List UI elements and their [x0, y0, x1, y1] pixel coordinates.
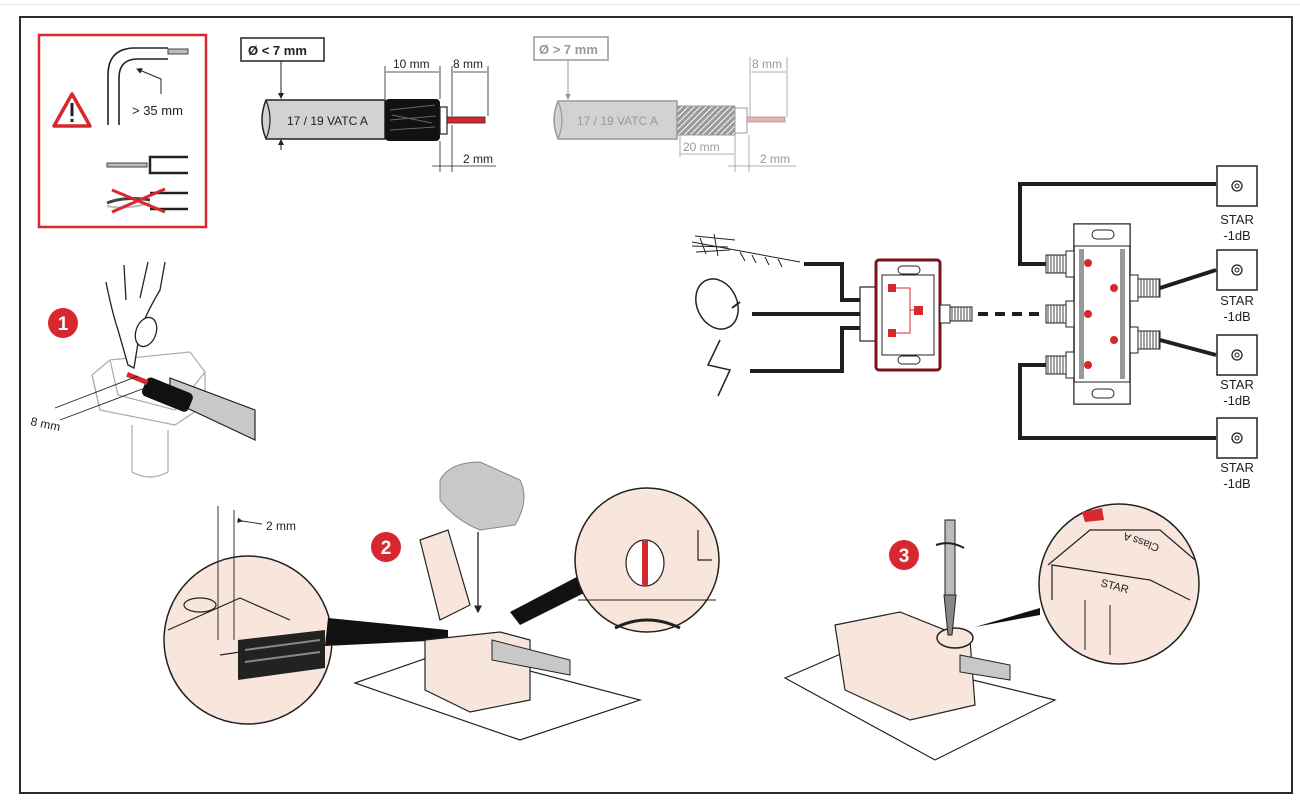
- step-3-badge: [889, 540, 919, 570]
- step-1-badge: [48, 308, 78, 338]
- cable-small-core-length: 8 mm: [453, 57, 483, 71]
- distribution-network: STAR -1dB STAR -1dB STAR -1dB STAR -1dB: [691, 165, 1258, 491]
- cable-large-braid: [676, 105, 736, 136]
- cable-small-core: [446, 116, 486, 124]
- incorrect-connection-icon: [106, 187, 188, 214]
- outlet-4-loss: -1dB: [1223, 476, 1250, 491]
- cable-large-gap-length: 2 mm: [760, 152, 790, 166]
- splitter-device: [1045, 223, 1161, 405]
- cable-large-core-length: 8 mm: [752, 57, 782, 71]
- outlet-body: [91, 351, 206, 478]
- step-2-badge: [371, 532, 401, 562]
- step-2-outlet: [353, 529, 643, 741]
- step-3: 3 STAR Class A: [783, 503, 1200, 761]
- cable-small-label: 17 / 19 VATC A: [287, 114, 368, 128]
- outlet-3: STAR -1dB: [1216, 334, 1258, 408]
- warning-triangle-icon: [52, 92, 92, 128]
- cutter-pliers-icon: [105, 261, 166, 369]
- cable-small-braid-length: 10 mm: [393, 57, 430, 71]
- outlet-2-name: STAR: [1220, 293, 1254, 308]
- step-3-detail-circle: STAR Class A: [1038, 503, 1200, 665]
- step-1: 1 8 mm: [29, 261, 256, 478]
- warning-box: > 35 mm: [37, 33, 208, 229]
- outlet-3-loss: -1dB: [1223, 393, 1250, 408]
- cable-small-gap-length: 2 mm: [463, 152, 493, 166]
- outlet-3-name: STAR: [1220, 377, 1254, 392]
- antenna-icon: [691, 233, 801, 268]
- bend-radius-label: > 35 mm: [132, 103, 183, 118]
- step-3-outlet: [783, 611, 1057, 761]
- step-2-number: 2: [381, 538, 392, 559]
- outlet-1: STAR -1dB: [1216, 165, 1258, 243]
- bend-radius-icon: [107, 47, 189, 125]
- cable-large-label: 17 / 19 VATC A: [577, 114, 658, 128]
- person-head-icon: [439, 461, 525, 531]
- step-2-detail-circle-left: [163, 555, 333, 725]
- satellite-dish-icon: [695, 278, 741, 330]
- cable-in-outlet: [126, 372, 256, 441]
- step-1-number: 1: [58, 314, 69, 335]
- cable-small-diameter-label: Ø < 7 mm: [248, 43, 307, 58]
- outlet-2: STAR -1dB: [1216, 249, 1258, 324]
- outlet-1-name: STAR: [1220, 212, 1254, 227]
- combiner-device: [859, 258, 973, 372]
- top-divider: [0, 0, 1300, 5]
- cable-large-diameter-label: Ø > 7 mm: [539, 42, 598, 57]
- step-2: 2 2 mm: [163, 461, 720, 741]
- step-2-dimension: 2 mm: [266, 519, 296, 533]
- cable-small-diagram: Ø < 7 mm 17 / 19 VATC A 10 mm 8 mm 2 mm: [240, 37, 496, 172]
- signal-input-icon: [706, 339, 732, 397]
- outlet-4: STAR -1dB: [1216, 417, 1258, 491]
- outlet-4-name: STAR: [1220, 460, 1254, 475]
- correct-connection-icon: [106, 155, 188, 175]
- step-1-dimension: 8 mm: [29, 414, 61, 434]
- cable-large-braid-length: 20 mm: [683, 140, 720, 154]
- step-2-detail-circle-right: [574, 487, 720, 633]
- outlet-2-loss: -1dB: [1223, 309, 1250, 324]
- cable-large-diagram: Ø > 7 mm 17 / 19 VATC A 8 mm 20 mm 2 mm: [533, 36, 796, 172]
- screwdriver-icon: [935, 519, 965, 636]
- cable-large-core: [746, 116, 786, 123]
- outlet-1-loss: -1dB: [1223, 228, 1250, 243]
- step-3-number: 3: [899, 546, 910, 567]
- diagram-frame: [19, 16, 1293, 794]
